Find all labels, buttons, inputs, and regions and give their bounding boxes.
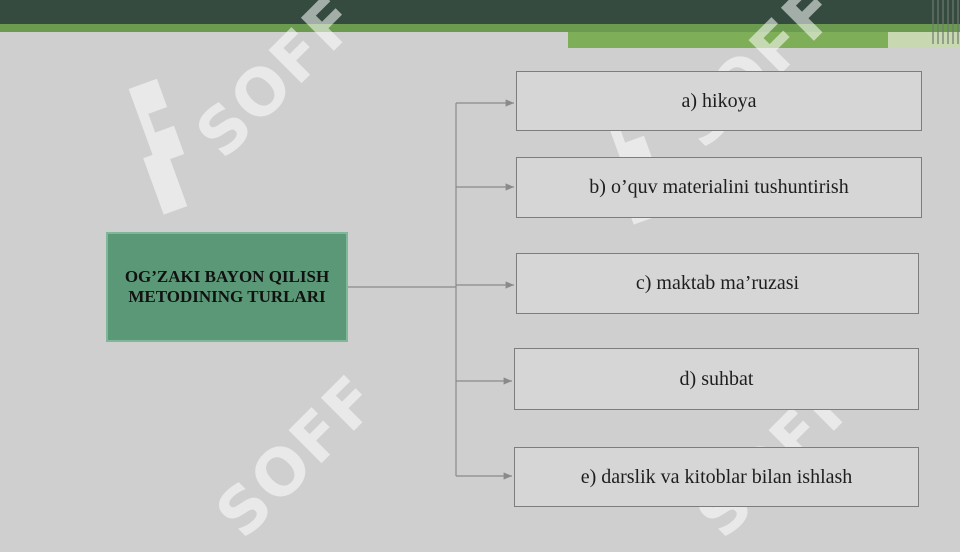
branch-node-d: d) suhbat	[514, 348, 919, 410]
accent-bar	[568, 32, 888, 48]
corner-decoration	[932, 0, 960, 44]
branch-node-b: b) o’quv materialini tushuntirish	[516, 157, 922, 218]
header-stripe	[0, 24, 960, 32]
branch-node-e: e) darslik va kitoblar bilan ishlash	[514, 447, 919, 507]
branch-node-a: a) hikoya	[516, 71, 922, 131]
main-node: OG’ZAKI BAYON QILISH METODINING TURLARI	[106, 232, 348, 342]
watermark-logo-icon	[128, 78, 188, 215]
header-bar	[0, 0, 960, 24]
connector-lines	[348, 99, 514, 480]
branch-node-c: c) maktab ma’ruzasi	[516, 253, 919, 314]
